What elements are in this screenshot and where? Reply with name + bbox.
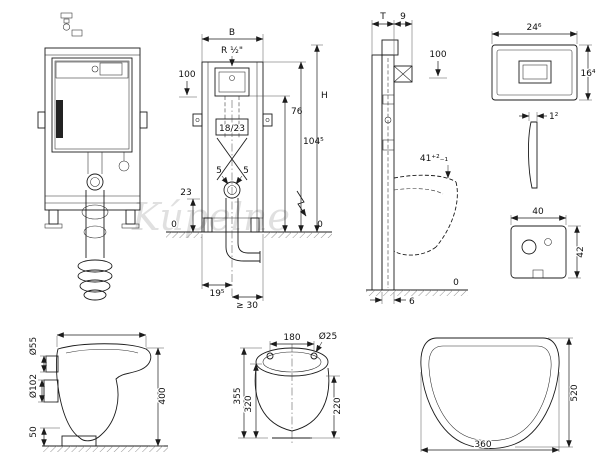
wc-pan-outline	[393, 174, 458, 256]
frame-dimensions-front: B R ½" 100 18/23 5 5 23 0 0 76 104⁵ H 19…	[166, 27, 332, 312]
cistern-tank	[51, 57, 133, 153]
wall-bracket-right	[139, 111, 148, 129]
wc-side-view: Ø55 Ø102 50 400	[27, 332, 169, 452]
dim-23: 23	[180, 188, 191, 198]
dim-width-b: B	[229, 28, 235, 38]
cistern-front-view	[37, 12, 148, 301]
dim-355: 355	[233, 387, 243, 404]
floor-zero-right: 0	[317, 220, 323, 230]
service-opening	[214, 67, 250, 97]
brand-strip	[56, 100, 63, 138]
dim-100-level: 100	[178, 70, 195, 80]
dim-18-23: 18/23	[219, 124, 245, 134]
dim-plate-width: 24⁶	[526, 23, 541, 33]
cistern-top-section	[381, 39, 399, 56]
bowl-outline	[55, 343, 152, 442]
electrical-connection-icon	[296, 190, 307, 217]
plate-profile	[528, 121, 538, 189]
dim-100-level: 100	[429, 50, 446, 60]
fixing-hole-right	[310, 352, 318, 360]
dim-400: 400	[158, 387, 168, 404]
floor-line	[166, 231, 332, 238]
frame-dimensions-side: T 9 100 41⁺²₋₁ 0 6	[366, 11, 468, 308]
bolt-detail	[60, 12, 83, 37]
wall-bracket-left	[37, 111, 46, 129]
dim-box-height: 42	[576, 246, 586, 257]
dim-5-right: 5	[243, 166, 249, 176]
dim-plate-thickness: 1²	[549, 112, 559, 122]
dim-50: 50	[29, 426, 39, 438]
foot-left	[48, 209, 59, 225]
dim-41-tol: 41⁺²₋₁	[420, 154, 449, 164]
frame-top-rail	[44, 47, 141, 56]
mounting-bracket	[393, 65, 413, 83]
floor-zero: 0	[453, 278, 459, 288]
dim-h: H	[321, 91, 328, 101]
flush-bend	[86, 152, 104, 191]
corrugated-coupling	[77, 259, 113, 301]
wc-rear-view: 180 Ø25 355 320 220	[232, 330, 344, 444]
flush-plate-views: 24⁶ 16⁴ 1² 40 42	[491, 22, 597, 279]
tank-insulation	[55, 61, 129, 79]
dim-plate-height: 16⁴	[580, 69, 595, 79]
dim-180: 180	[283, 333, 300, 343]
wc-top-view: 520 360	[420, 337, 581, 453]
dim-outlet-dia: Ø102	[28, 374, 39, 398]
dim-520: 520	[570, 384, 580, 401]
dim-min-30: ≥ 30	[236, 301, 258, 311]
outlet-pipe	[225, 198, 261, 263]
dim-hole-dia: Ø25	[319, 331, 338, 342]
drain-connector	[81, 190, 109, 258]
dim-104-5: 104⁵	[303, 137, 324, 147]
dim-water-connection: R ½"	[221, 46, 243, 56]
dim-box-width: 40	[532, 207, 544, 217]
dim-inlet-dia: Ø55	[28, 337, 39, 356]
dim-5-left: 5	[216, 166, 222, 176]
dim-9: 9	[400, 12, 406, 22]
fixing-hole-left	[266, 352, 274, 360]
stop-valve	[118, 160, 130, 172]
dim-19-5: 19⁵	[209, 289, 224, 299]
dim-220: 220	[333, 397, 343, 414]
dim-6: 6	[409, 297, 415, 307]
dim-320: 320	[244, 395, 254, 412]
wall-section	[371, 54, 383, 291]
dim-360: 360	[474, 440, 491, 450]
floor-zero-left: 0	[171, 220, 177, 230]
dim-t: T	[379, 12, 386, 22]
outlet-spigot	[43, 379, 59, 403]
seat-outline	[420, 337, 560, 449]
plate-front	[491, 44, 578, 101]
flush-button	[518, 60, 552, 84]
